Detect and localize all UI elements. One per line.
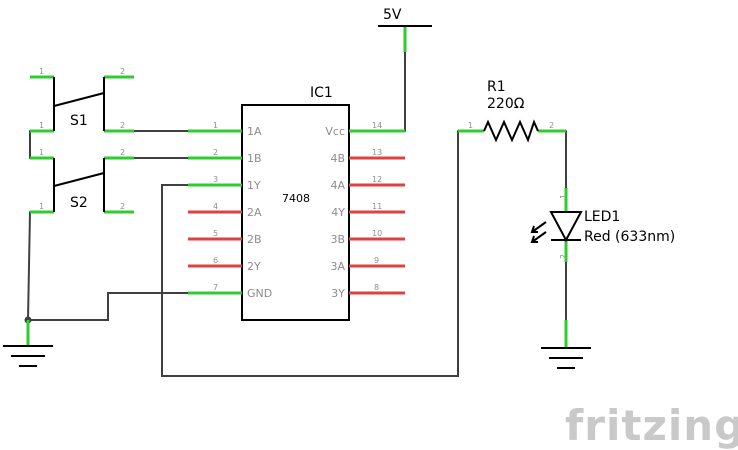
fritzing-watermark: fritzing (565, 401, 738, 450)
r1-zigzag (483, 119, 539, 143)
s1-pin1-num-top: 1 (39, 67, 44, 76)
s2-pin2-num-top: 2 (120, 148, 125, 157)
r1-ref: R1 (487, 79, 506, 95)
s1-pin1-num-bottom: 1 (39, 121, 44, 130)
ic1-pin9-label: 3A (330, 260, 345, 273)
led1-arrow1-head (530, 225, 538, 233)
led1: 1 2 LED1 Red (633nm) (530, 188, 675, 262)
ic1-pin11-label: 4Y (331, 206, 345, 219)
s2-pin1-num-top: 1 (39, 148, 44, 157)
ic1-pin12-num: 12 (372, 175, 382, 184)
s1-ref: S1 (70, 113, 88, 129)
switch-s1: 1 2 1 2 S1 (30, 67, 134, 133)
ic1-pin1-label: 1A (247, 125, 262, 138)
ground-symbol-left (3, 320, 53, 367)
ic1-pin4-label: 2A (247, 206, 262, 219)
r1-pin1-num: 1 (468, 121, 473, 130)
led1-value: Red (633nm) (584, 229, 675, 245)
switch-s2: 1 2 1 2 S2 (30, 148, 134, 214)
s2-pin2-num-bottom: 2 (120, 202, 125, 211)
ic1-pin14-label: Vcc (325, 125, 345, 138)
ic1-pin12-label: 4A (330, 179, 345, 192)
ic1-pin2-num: 2 (213, 148, 218, 157)
ic1-pin13-num: 13 (372, 148, 382, 157)
ic1-pin3-num: 3 (213, 175, 218, 184)
ic1-pin2-label: 1B (247, 152, 262, 165)
led1-triangle (549, 211, 583, 243)
ic1-pin10-num: 10 (372, 229, 382, 238)
supply-label: 5V (383, 7, 402, 23)
led1-arrow1 (531, 221, 547, 233)
ic1-pin4-num: 4 (213, 202, 218, 211)
ic1-pin3-label: 1Y (247, 179, 261, 192)
ic1-part-number: 7408 (282, 192, 310, 205)
s2-ref: S2 (70, 195, 88, 211)
s2-pin1-num-bottom: 1 (39, 202, 44, 211)
ic1-ref: IC1 (310, 85, 333, 101)
supply-5v: 5V (378, 7, 432, 52)
ic1-pin6-label: 2Y (247, 260, 261, 273)
led1-pin2-num: 2 (559, 254, 568, 259)
s2-lever (53, 172, 105, 187)
ic1-pin10-label: 3B (330, 233, 345, 246)
ic1-pin5-num: 5 (213, 229, 218, 238)
r1-value: 220Ω (487, 96, 525, 112)
led1-arrow2 (531, 231, 547, 243)
r1-pin2-num: 2 (549, 121, 554, 130)
ground-symbol-right (541, 320, 591, 369)
wire-gnd-to-ic (27, 292, 189, 321)
ic1-pin1-num: 1 (213, 121, 218, 130)
ic1-7408: IC1 7408 1 2 3 4 5 6 7 1A 1B 1Y 2A 2B 2Y… (188, 85, 405, 321)
ic1-pin9-num: 9 (374, 256, 379, 265)
ic1-pin7-num: 7 (213, 283, 218, 292)
ic1-pin11-num: 11 (372, 202, 382, 211)
ic1-pin8-num: 8 (374, 283, 379, 292)
ic1-pin13-label: 4B (330, 152, 345, 165)
led1-arrow2-head (530, 235, 538, 243)
led1-ref: LED1 (584, 209, 620, 225)
resistor-r1: 1 2 R1 220Ω (458, 79, 566, 143)
s1-pin2-num-top: 2 (120, 67, 125, 76)
ic1-pin5-label: 2B (247, 233, 262, 246)
ic1-pin6-num: 6 (213, 256, 218, 265)
ic1-pin7-label: GND (247, 287, 272, 300)
wire-1y-to-r1 (161, 130, 459, 377)
s1-pin2-num-bottom: 2 (120, 121, 125, 130)
s1-lever (53, 92, 105, 107)
led1-pin1-num: 1 (559, 194, 568, 199)
ic1-pin8-label: 3Y (331, 287, 345, 300)
ic1-pin14-num: 14 (372, 121, 382, 130)
